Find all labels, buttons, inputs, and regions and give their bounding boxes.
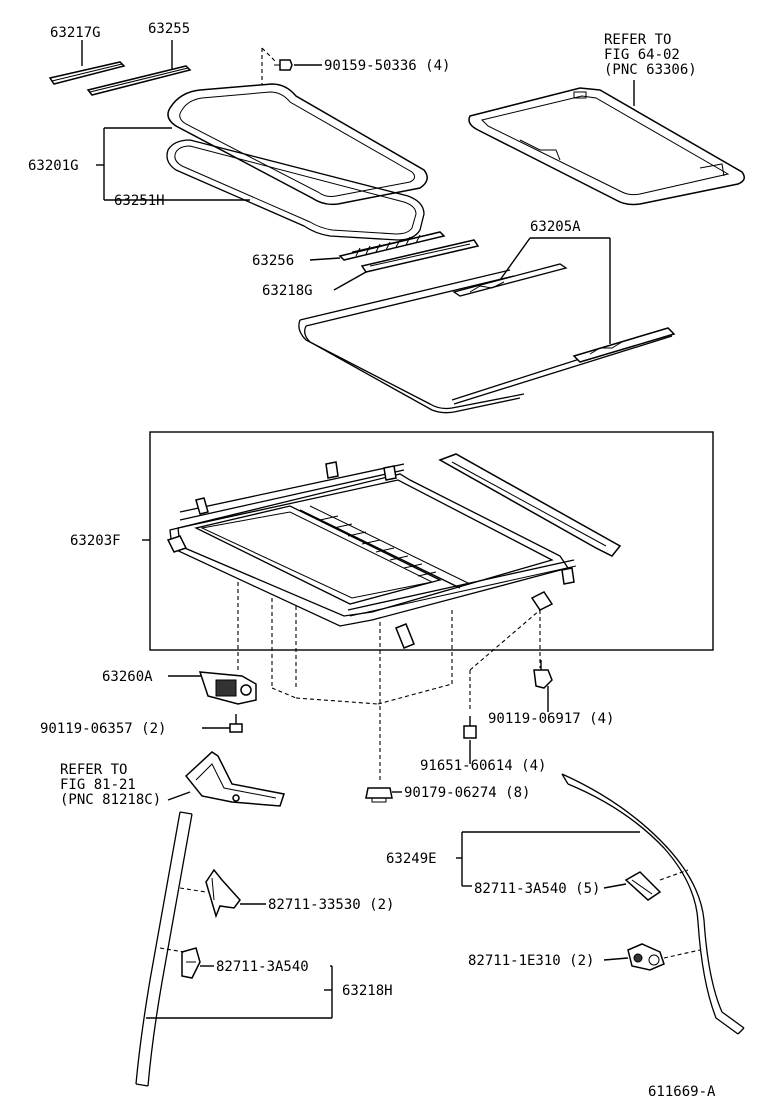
label-63203F: 63203F	[70, 533, 121, 549]
screw-90159-drawing	[274, 59, 293, 71]
clip-82711-3A540-5-drawing	[624, 871, 662, 901]
refer-fig-64-02-line3: (PNC 63306)	[604, 62, 697, 78]
sunshade-drawing	[468, 87, 745, 206]
refer-fig-81-21-line3: (PNC 81218C)	[60, 792, 161, 808]
label-63218H: 63218H	[342, 983, 393, 999]
clip-82711-1E310-drawing	[627, 943, 665, 971]
bolt-91651-60614-drawing	[463, 716, 477, 739]
label-82711-1E310: 82711-1E310 (2)	[468, 953, 594, 969]
refer-fig-64-02-line1: REFER TO	[604, 32, 671, 48]
label-90179-06274: 90179-06274 (8)	[404, 785, 530, 801]
refer-fig-64-02-line2: FIG 64-02	[604, 47, 680, 63]
label-63218G: 63218G	[262, 283, 313, 299]
part-63217G-drawing	[48, 61, 126, 85]
label-90159-50336: 90159-50336 (4)	[324, 58, 450, 74]
refer-fig-81-21-line2: FIG 81-21	[60, 777, 136, 793]
grommet-90179-drawing	[365, 787, 393, 803]
label-63205A: 63205A	[530, 219, 581, 235]
drain-hose-63218H-drawing	[135, 811, 193, 1087]
label-90119-06917: 90119-06917 (4)	[488, 711, 614, 727]
clip-82711-33530-drawing	[205, 868, 241, 919]
illustration-number: 611669-A	[648, 1084, 716, 1100]
label-82711-3A540-5: 82711-3A540 (5)	[474, 881, 600, 897]
label-82711-33530: 82711-33530 (2)	[268, 897, 394, 913]
housing-63203F-drawing	[166, 453, 622, 649]
refer-fig-81-21-line1: REFER TO	[60, 762, 127, 778]
label-63217G: 63217G	[50, 25, 101, 41]
weatherstrip-63251H-drawing	[166, 139, 425, 241]
drive-cable-63205A-drawing	[298, 263, 676, 414]
part-63255-drawing	[86, 65, 192, 96]
label-63255: 63255	[148, 21, 190, 37]
motor-63260A-drawing	[198, 671, 257, 705]
housing-group-box	[149, 431, 714, 651]
label-82711-3A540: 82711-3A540	[216, 959, 309, 975]
clip-82711-3A540-drawing	[181, 947, 201, 979]
label-63251H: 63251H	[114, 193, 165, 209]
part-63256-drawing	[338, 231, 446, 261]
label-63249E: 63249E	[386, 851, 437, 867]
label-63260A: 63260A	[102, 669, 153, 685]
bolt-90119-06357-drawing	[229, 714, 243, 733]
label-91651-60614: 91651-60614 (4)	[420, 758, 546, 774]
glass-panel-63201G-drawing	[167, 83, 428, 206]
label-63201G: 63201G	[28, 158, 79, 174]
bracket-fig-81-21-drawing	[184, 751, 285, 807]
label-90119-06357: 90119-06357 (2)	[40, 721, 166, 737]
label-63256: 63256	[252, 253, 294, 269]
bolt-90119-06917-drawing	[533, 660, 553, 689]
part-63218G-drawing	[360, 239, 480, 273]
drain-hose-63249E-drawing	[561, 773, 745, 1035]
